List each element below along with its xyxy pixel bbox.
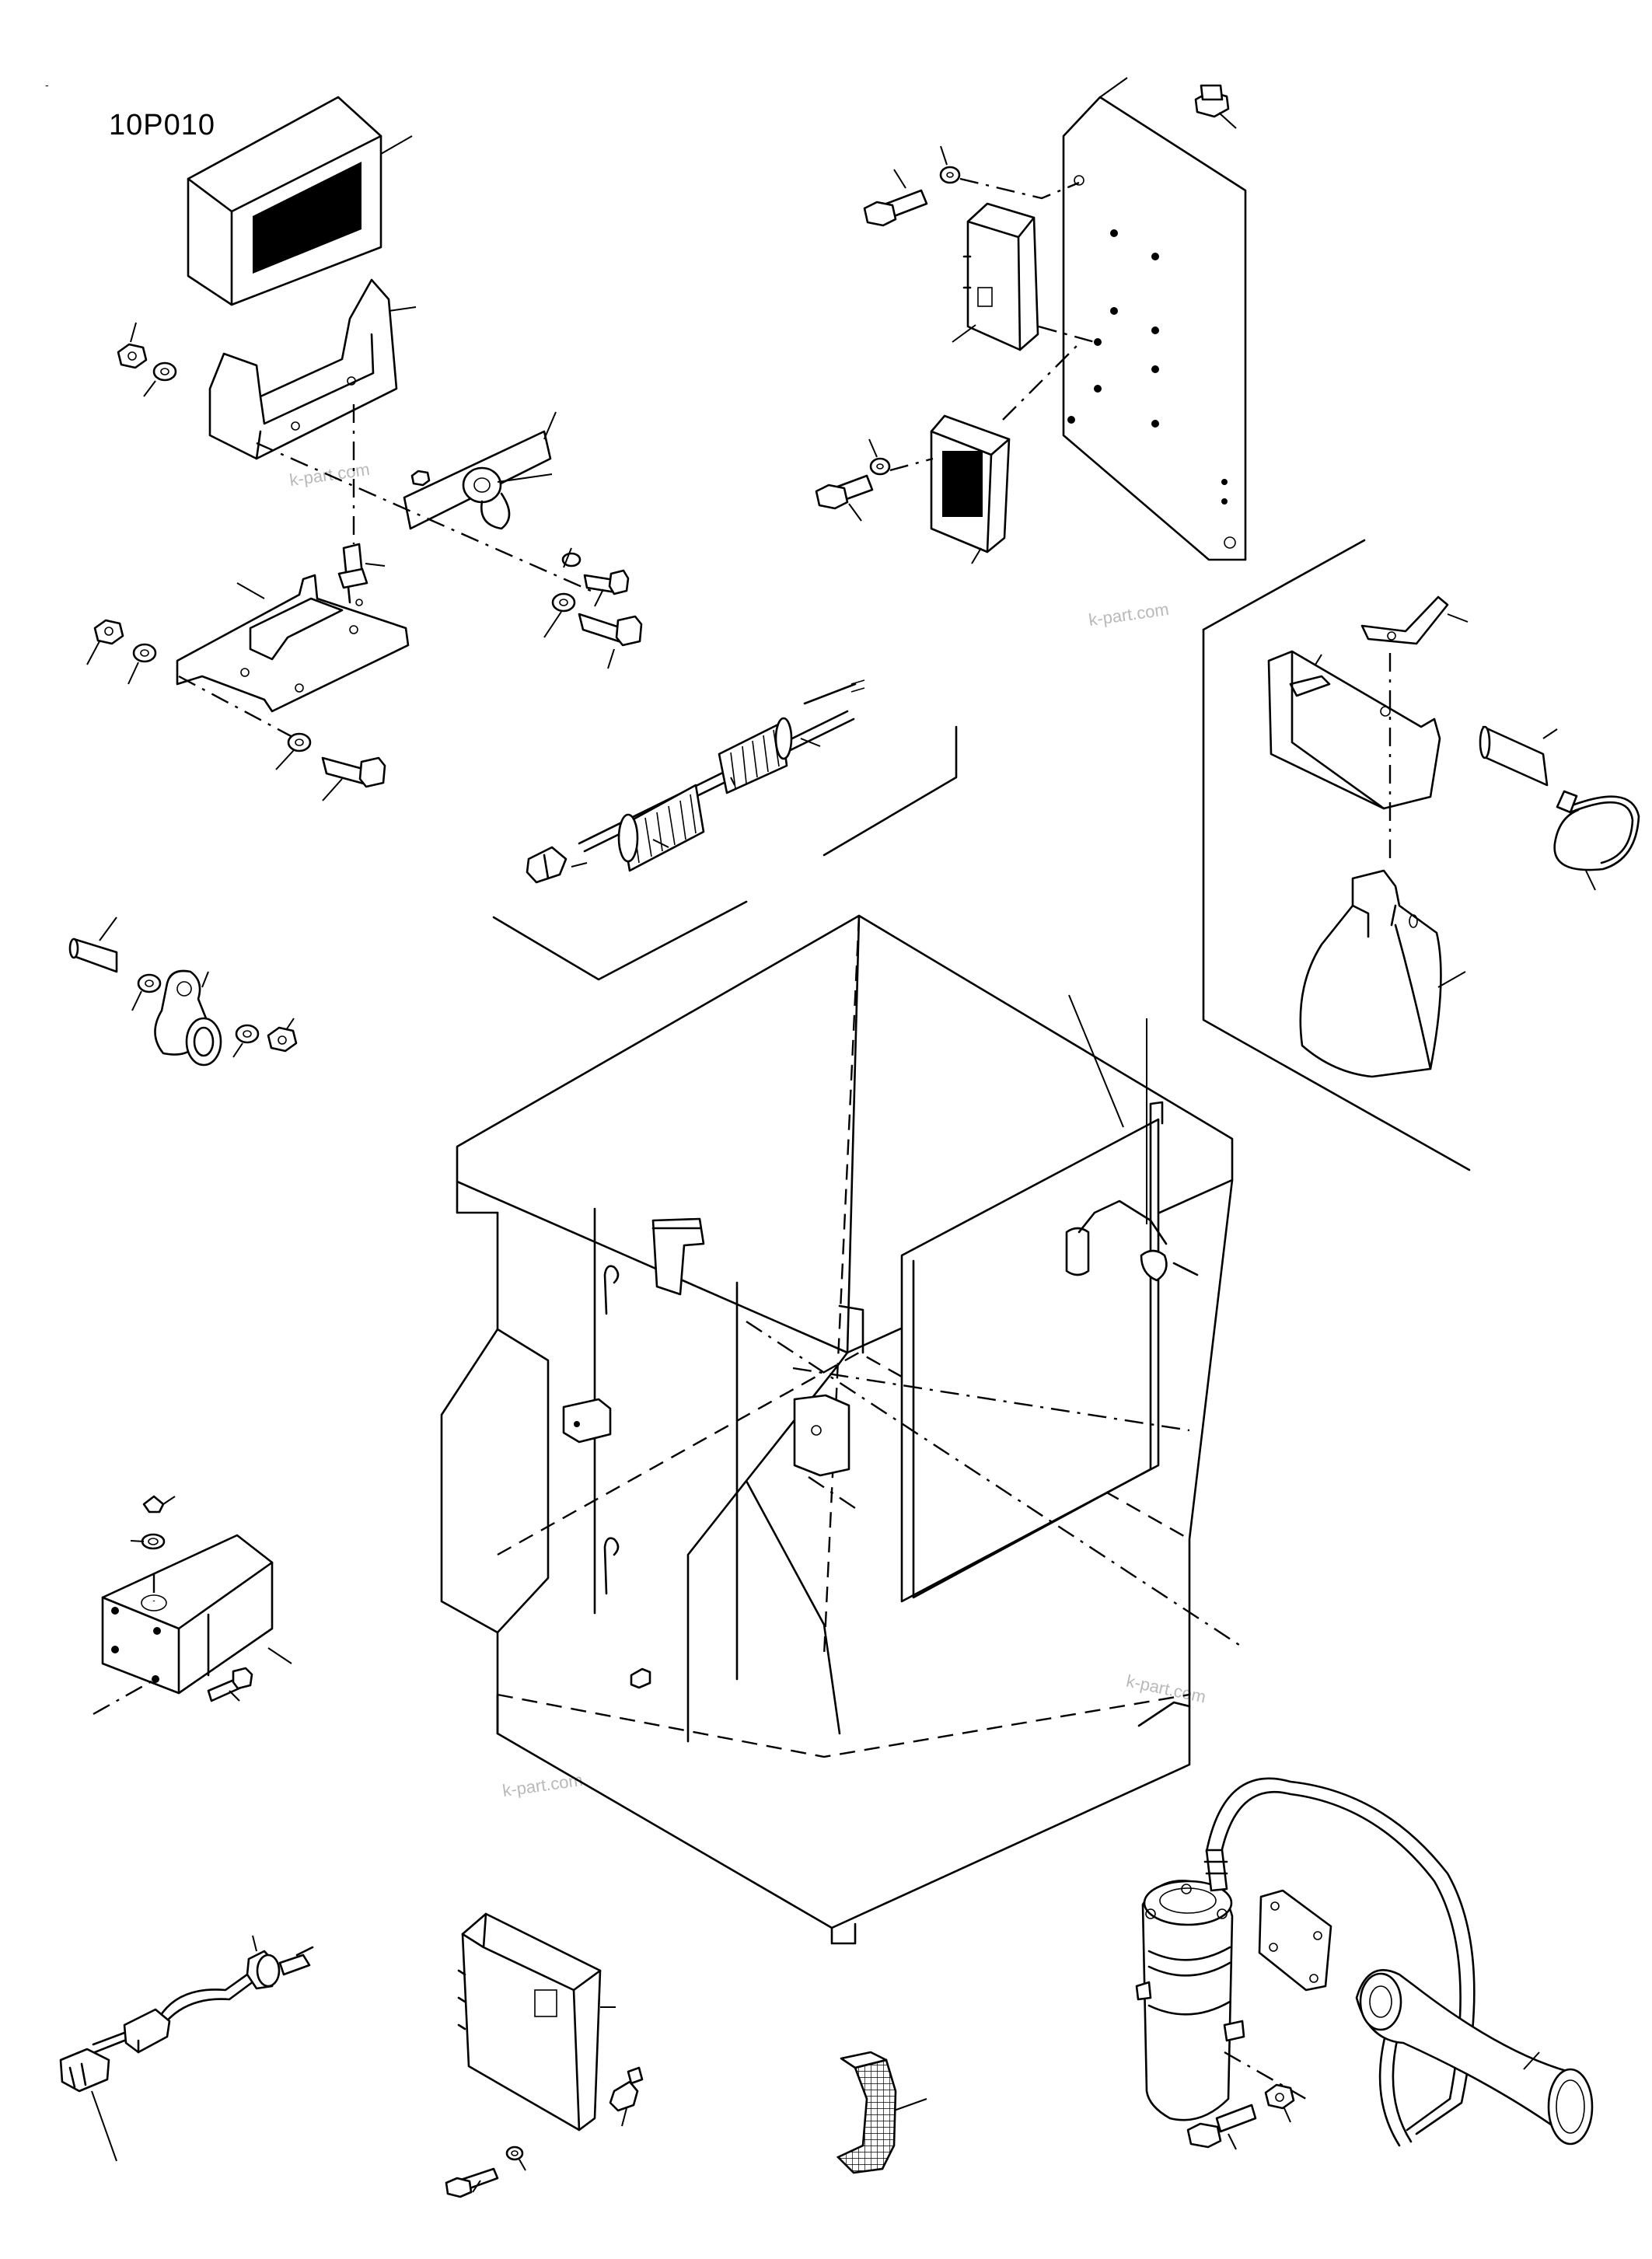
controller-panel	[815, 77, 1247, 564]
cable-assembly	[492, 679, 958, 981]
mesh-strip	[836, 2051, 927, 2174]
corner-mark: -	[45, 79, 49, 91]
cable-clip-set	[68, 917, 298, 1067]
control-unit	[445, 1912, 644, 2198]
sensor-harness	[59, 1935, 314, 2162]
air-horn-assembly	[1135, 1777, 1594, 2150]
rotary-lamp-assembly	[1202, 539, 1640, 1171]
diagram-code: 10P010	[109, 109, 216, 141]
cab-body	[440, 914, 1234, 1945]
relay-block	[93, 1495, 292, 1716]
guide-lines	[746, 1320, 1245, 1650]
speaker-assembly	[86, 96, 643, 801]
